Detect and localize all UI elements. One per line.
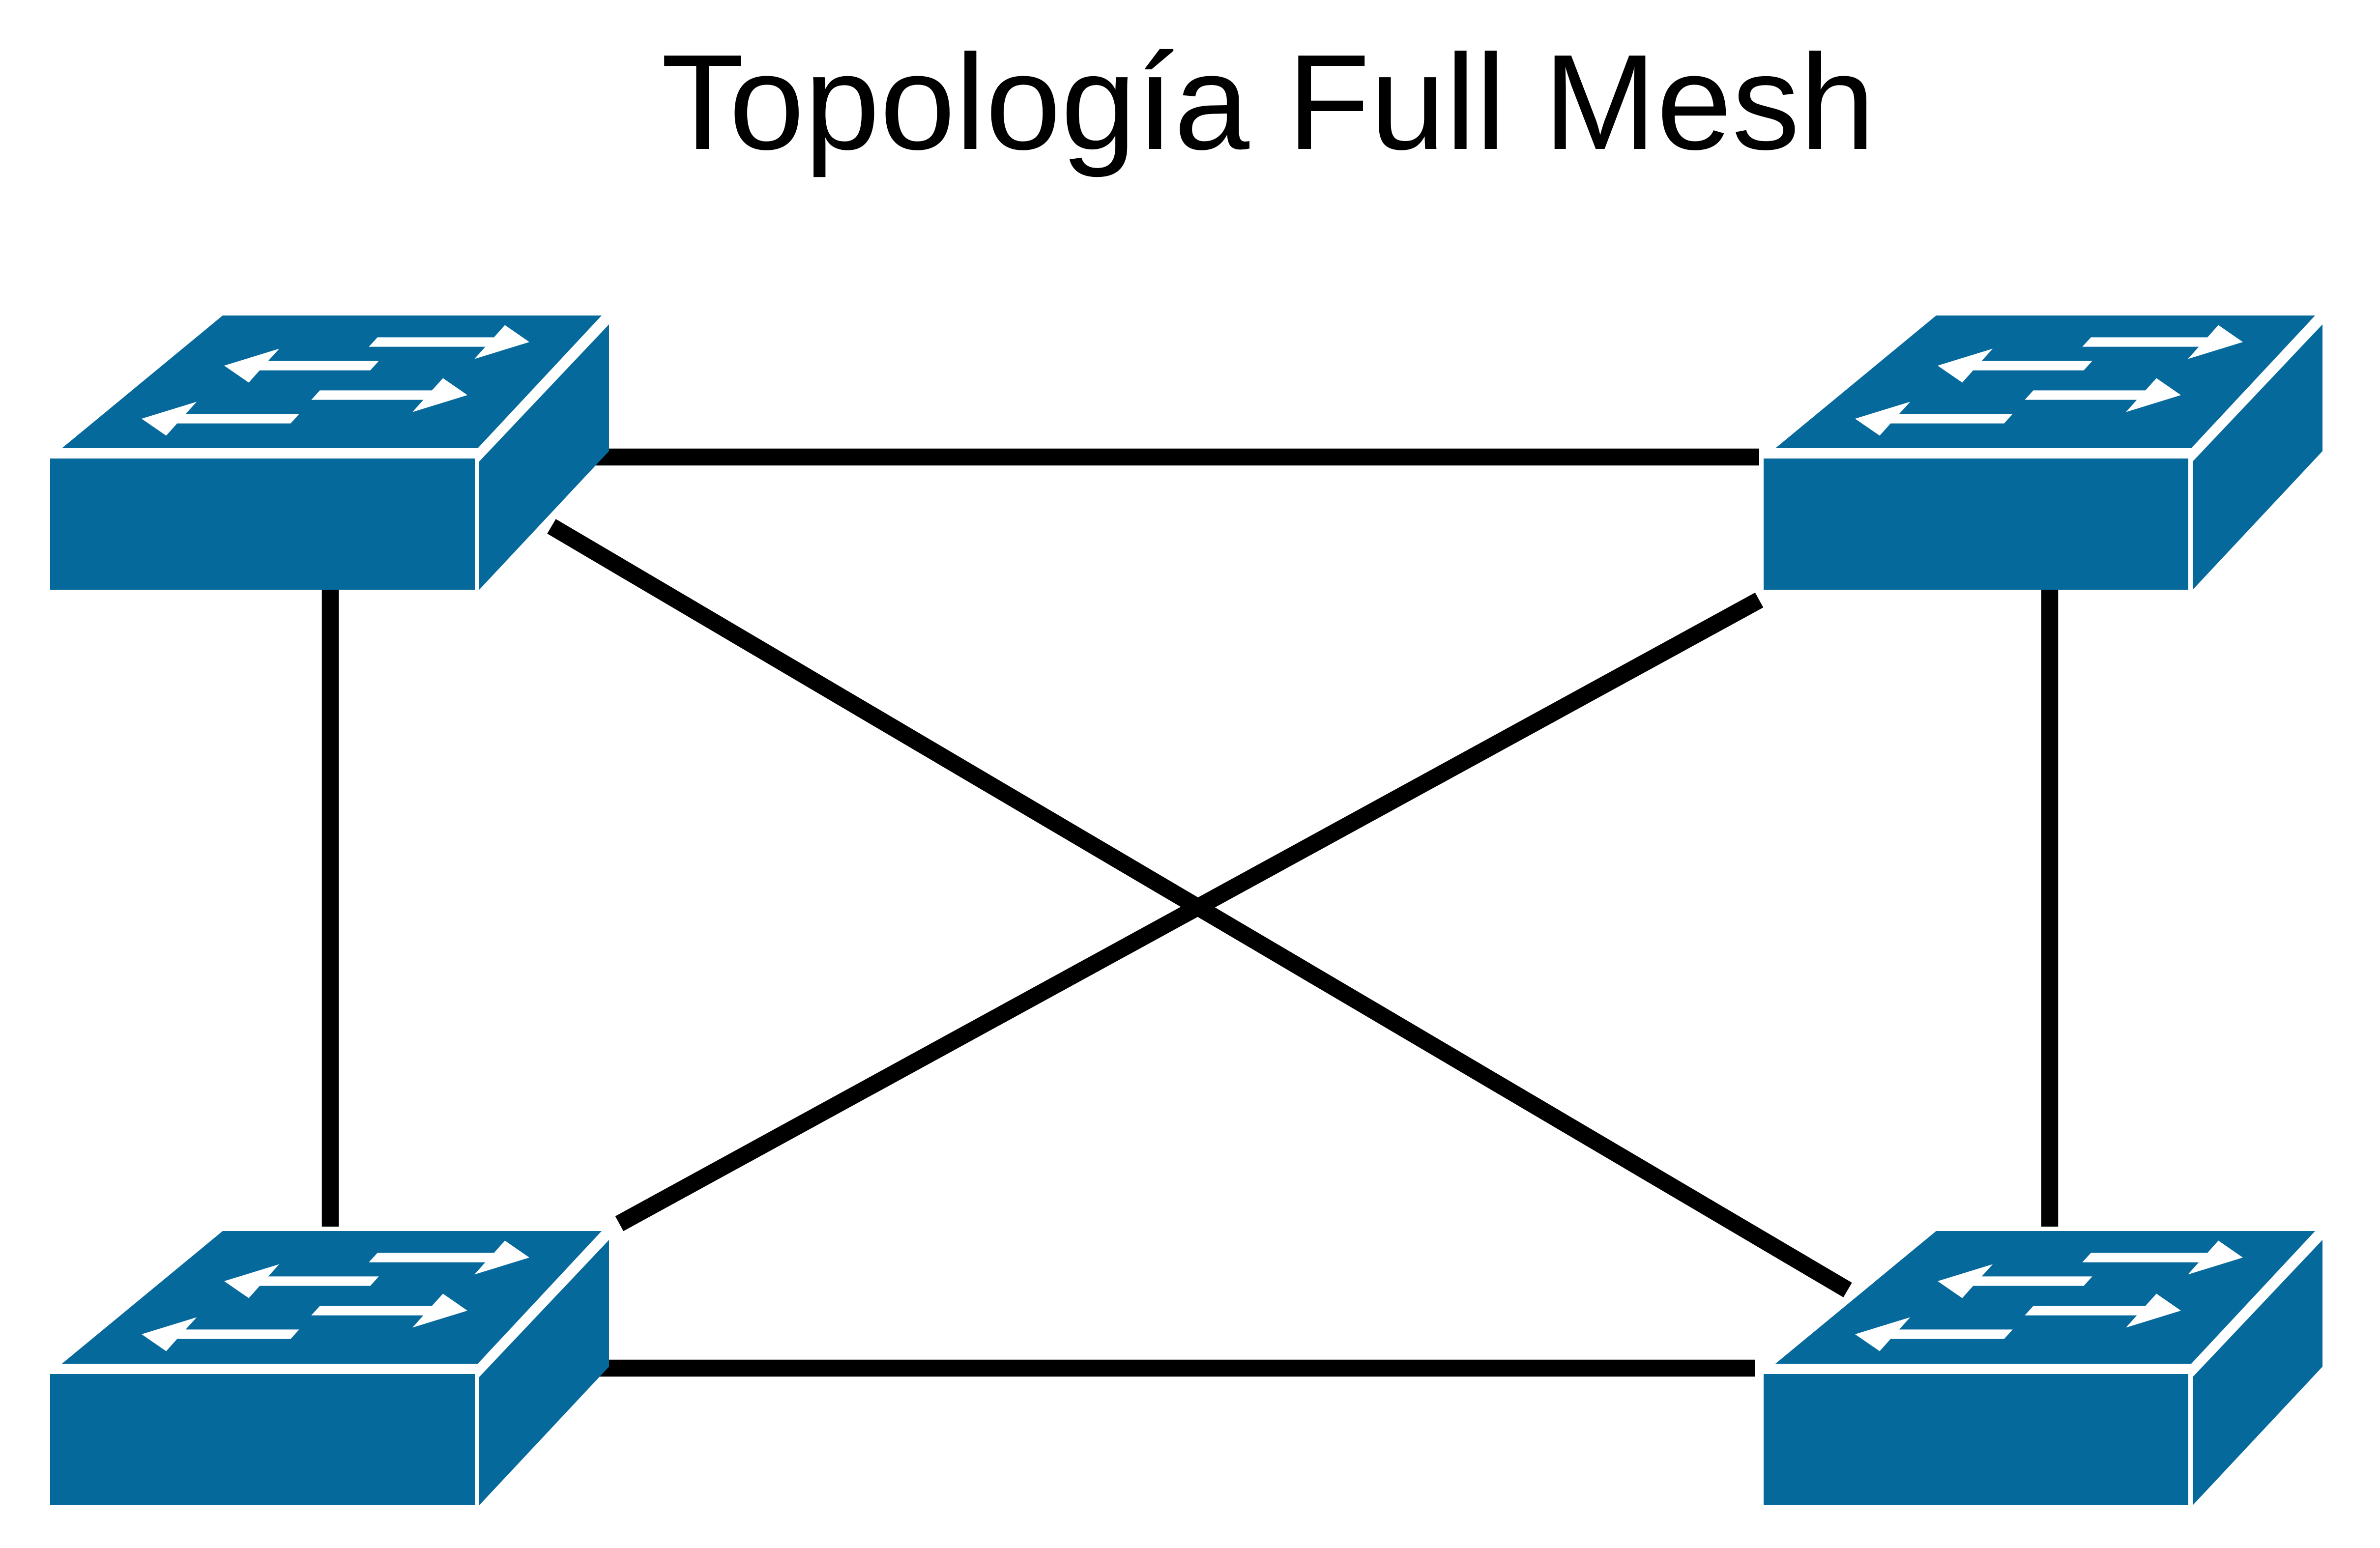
diagram-title: Topología Full Mesh — [661, 27, 1875, 178]
switch-bottom-left-icon — [50, 1231, 609, 1505]
switch-bottom-right-icon — [1764, 1231, 2322, 1505]
switch-top-left-icon — [50, 315, 609, 590]
link-diagonal-bl-tr — [615, 592, 1764, 1232]
links-layer — [321, 448, 2059, 1377]
switch-top-right-icon — [1764, 315, 2322, 590]
